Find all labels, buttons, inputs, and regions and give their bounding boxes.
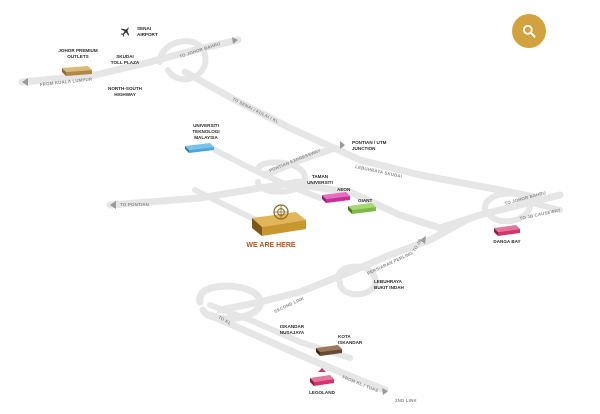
- building-we-are-here: [252, 204, 306, 236]
- label-utm-1: UNIVERSITI: [193, 123, 219, 128]
- building-legoland: [310, 368, 334, 386]
- label-skudai-toll-1: SKUDAI: [116, 54, 134, 59]
- search-button[interactable]: [512, 14, 546, 48]
- label-we-are-here: WE ARE HERE: [246, 242, 295, 249]
- label-pontian-utm-1: PONTIAN / UTM: [352, 140, 387, 145]
- road-label-to-pontian: TO PONTIAN: [120, 202, 149, 207]
- road-label-to-kl-bottom: TO KL: [218, 315, 233, 326]
- road-taman-ring: [255, 159, 308, 195]
- label-aeon: AEON: [337, 187, 351, 192]
- arrow-pontian: [110, 201, 116, 209]
- road-label-to-jb-diag: TO JB: [412, 238, 423, 253]
- here-logo-icon: [273, 204, 289, 220]
- road-label-coastal: TO JB CAUSEWAY: [519, 207, 561, 221]
- label-north-south-2: HIGHWAY: [114, 92, 136, 97]
- label-iskandar-nusajaya-2: NUSAJAYA: [280, 330, 305, 335]
- label-johor-premium-1: JOHOR PREMIUM: [58, 48, 97, 53]
- label-north-south-1: NORTH-SOUTH: [108, 86, 143, 91]
- label-kota-iskandar-2: ISKANDAR: [338, 340, 363, 345]
- label-iskandar-nusajaya-1: ISKANDAR: [280, 324, 305, 329]
- label-kota-iskandar-1: KOTA: [338, 334, 351, 339]
- arrow-jb-diag: [420, 236, 426, 244]
- road-to-pontian: [106, 178, 304, 209]
- road-kl-jb: [18, 36, 242, 86]
- building-aeon: [322, 192, 350, 203]
- label-danga-bay: DANGA BAY: [493, 239, 520, 244]
- road-west-spur: [192, 187, 263, 225]
- building-giant: [348, 203, 376, 214]
- label-utm-2: TEKNOLOGI: [192, 129, 219, 134]
- road-network: [18, 36, 564, 394]
- arrow-kl: [22, 78, 28, 86]
- building-johor-premium: [62, 66, 92, 76]
- label-johor-premium-2: OUTLETS: [67, 54, 88, 59]
- road-label-from-kl: FROM KUALA LUMPUR: [40, 76, 94, 87]
- place-labels: SENAI AIRPORT JOHOR PREMIUM OUTLETS SKUD…: [58, 26, 520, 395]
- road-to-tuas: [206, 311, 389, 394]
- label-giant: GIANT: [358, 198, 372, 203]
- building-utm: [185, 143, 214, 153]
- building-danga-bay: [494, 225, 520, 236]
- building-kota-iskandar: [316, 345, 342, 356]
- road-label-senai-kulai: TO SENAI / KULAI / KL: [232, 96, 280, 124]
- label-lebuhraya-2: BUKIT INDAH: [374, 285, 405, 290]
- buildings: [62, 66, 520, 386]
- label-legoland: LEGOLAND: [309, 390, 335, 395]
- arrow-jb-top: [232, 37, 238, 44]
- road-arrows: [22, 37, 426, 395]
- arrow-pontian-utm: [340, 141, 345, 149]
- road-bukit-indah-ring: [335, 263, 379, 298]
- road-skudai-loop: [157, 38, 209, 83]
- label-utm-3: MALAYSIA: [194, 135, 218, 140]
- road-jb-right: [517, 197, 563, 213]
- search-icon: [522, 24, 536, 38]
- label-pontian-utm-2: JUNCTION: [352, 146, 376, 151]
- airplane-icon: [120, 27, 130, 37]
- label-senai-1: SENAI: [137, 26, 151, 31]
- road-senai-diagonal: [181, 68, 544, 202]
- label-senai-2: AIRPORT: [137, 32, 158, 37]
- road-aeon-east: [296, 181, 564, 232]
- label-taman-universiti-1: TAMAN: [312, 174, 329, 179]
- road-pontian-expressway: [261, 144, 339, 179]
- road-label-2nd-link: 2ND LINK: [395, 398, 417, 403]
- label-taman-universiti-2: UNIVERSITI: [307, 180, 333, 185]
- label-lebuhraya-1: LEBUHRAYA: [374, 279, 403, 284]
- arrow-second-link: [382, 388, 388, 395]
- label-skudai-toll-2: TOLL PLAZA: [111, 60, 140, 65]
